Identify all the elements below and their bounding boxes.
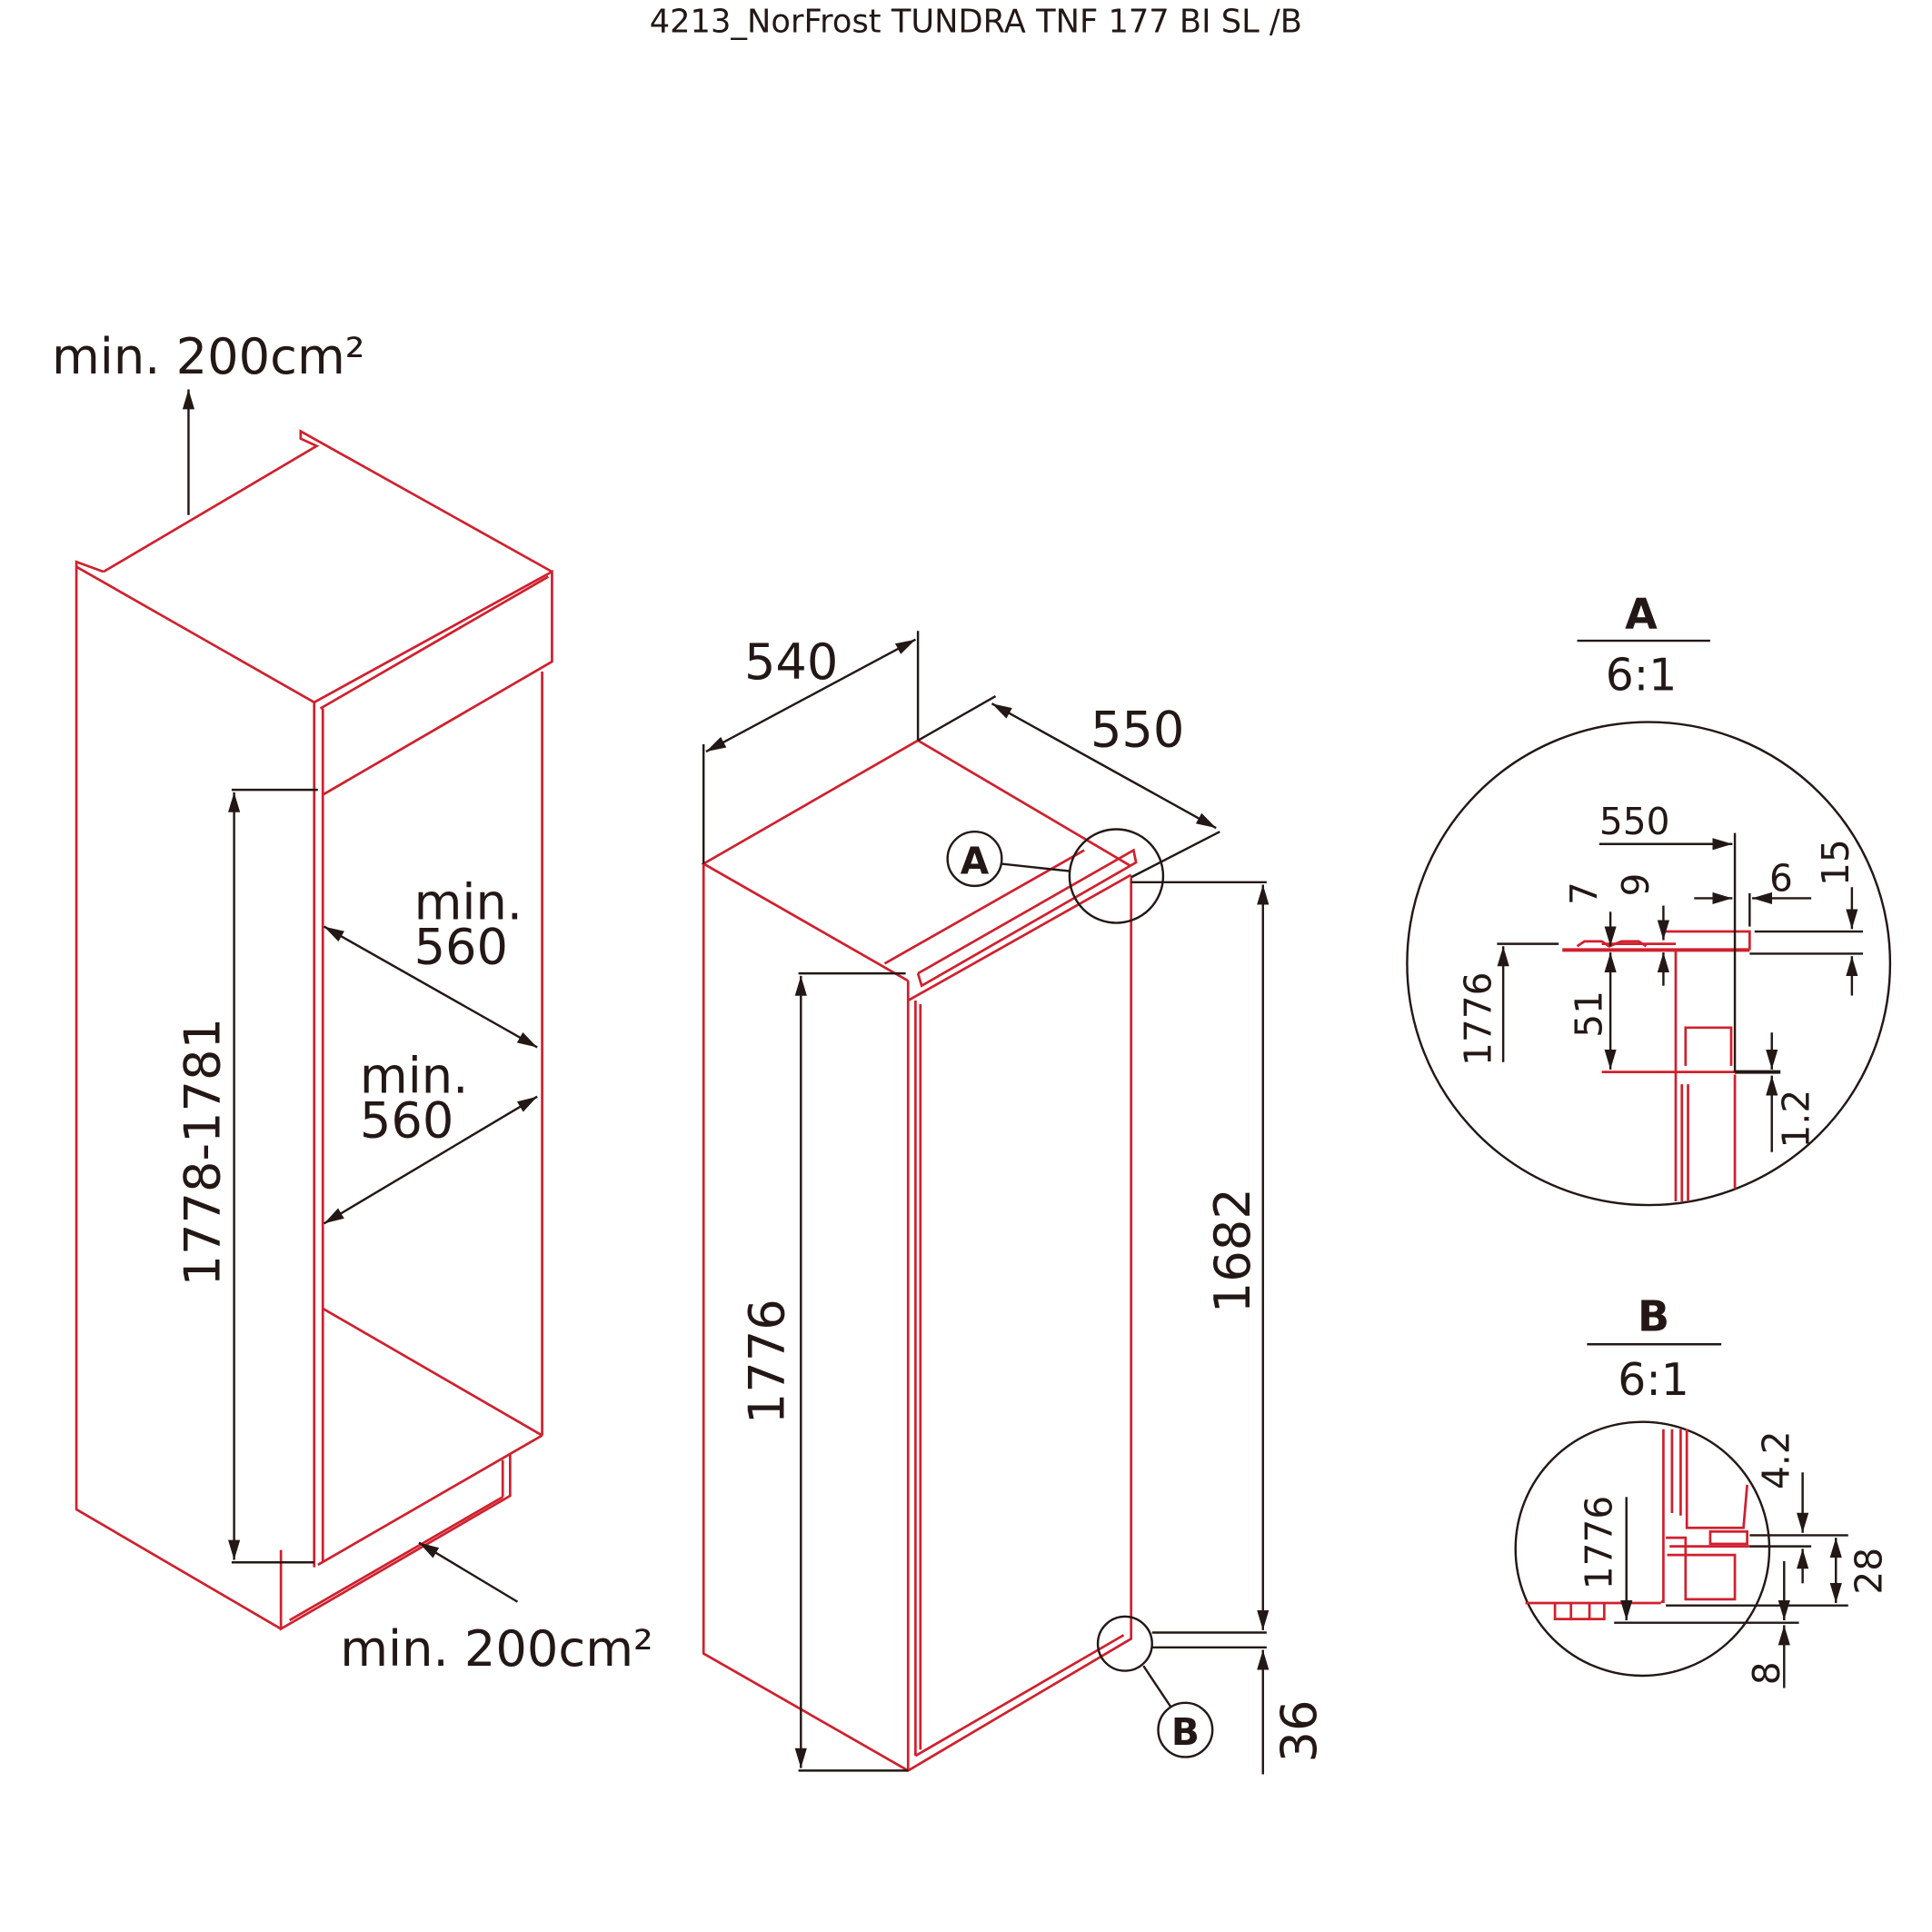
depth-label: 550 [1090, 702, 1185, 759]
depth-top-value: 560 [414, 918, 508, 975]
appliance-view: 540 550 1776 1682 36 A B [701, 631, 1328, 1775]
appliance-outline [701, 739, 1138, 1772]
b-dim-28: 28 [1847, 1548, 1890, 1595]
detail-b-marker-label: B [1171, 1710, 1200, 1754]
niche-view: min. 200cm² min. 200cm² 1778-1781 min. 5… [52, 328, 653, 1678]
detail-b-parts [1525, 1429, 1750, 1620]
vent-bottom-arrow [418, 1541, 519, 1603]
detail-b-title: B [1638, 1291, 1669, 1340]
depth-top-min: min. [414, 873, 523, 931]
a-dim-51: 51 [1568, 991, 1611, 1038]
detail-a: A 6:1 550 6 15 7 9 [1406, 589, 1892, 1207]
a-dim-6: 6 [1769, 856, 1793, 900]
depth-dimension [991, 702, 1217, 830]
detail-a-scale: 6:1 [1606, 649, 1678, 701]
door-height-label: 1682 [1204, 1188, 1261, 1313]
detail-a-title: A [1625, 589, 1658, 638]
b-dim-8: 8 [1745, 1661, 1788, 1685]
a-dim-9: 9 [1614, 873, 1658, 897]
detail-b-circle [1096, 1615, 1153, 1672]
detail-b: B 6:1 4.2 28 1776 8 [1514, 1291, 1890, 1688]
b-dim-1776: 1776 [1577, 1496, 1620, 1589]
drawing-title: 4213_NorFrost TUNDRA TNF 177 BI SL /B [650, 3, 1302, 40]
detail-a-marker-label: A [961, 839, 990, 882]
vent-top-label: min. 200cm² [52, 328, 365, 385]
height-label: 1776 [738, 1299, 795, 1424]
bottom-offset-label: 36 [1270, 1699, 1328, 1762]
b-dim-4-2: 4.2 [1755, 1430, 1798, 1489]
a-dim-7: 7 [1562, 881, 1606, 905]
detail-a-marker [946, 830, 1003, 888]
niche-depth-bottom-dimension [323, 1095, 538, 1225]
a-dim-1776: 1776 [1457, 972, 1500, 1066]
detail-a-parts [1562, 930, 1751, 1201]
width-label: 540 [744, 633, 839, 691]
a-dim-15: 15 [1814, 839, 1857, 886]
detail-b-marker [1157, 1701, 1214, 1758]
a-dim-1-2: 1.2 [1774, 1090, 1817, 1149]
width-dimension [705, 638, 916, 753]
detail-b-scale: 6:1 [1618, 1354, 1689, 1406]
depth-bottom-value: 560 [360, 1091, 454, 1149]
depth-bottom-min: min. [360, 1048, 468, 1105]
vent-bottom-label: min. 200cm² [340, 1620, 653, 1678]
detail-a-circle [1068, 828, 1165, 924]
niche-depth-top-dimension [323, 925, 538, 1049]
niche-outline [75, 429, 553, 1631]
a-dim-550: 550 [1599, 800, 1670, 843]
niche-height-label: 1778-1781 [174, 1018, 231, 1287]
